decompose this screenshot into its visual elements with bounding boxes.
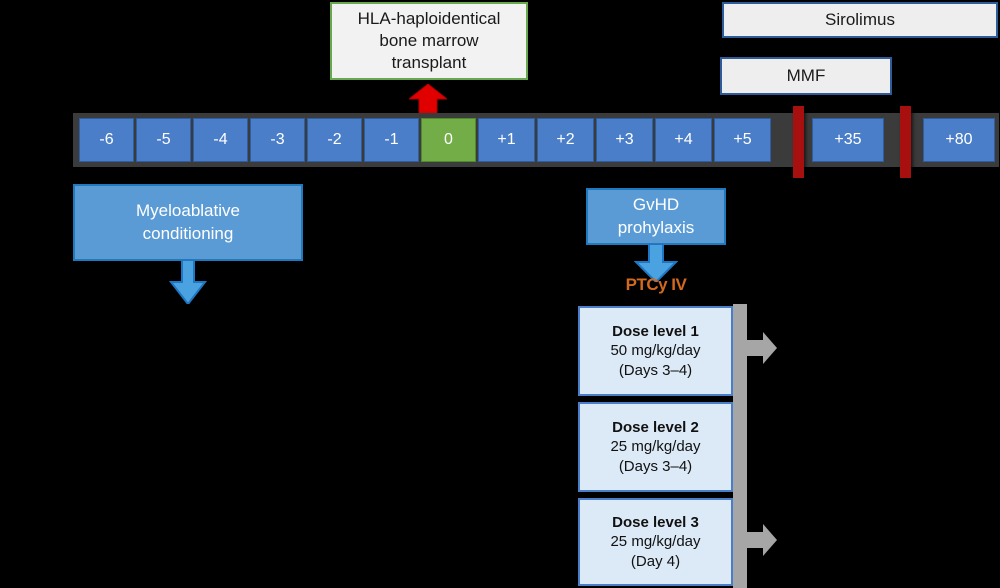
dose-level-3-days: (Day 4) [630, 552, 681, 570]
dose-level-1-days: (Days 3–4) [618, 361, 693, 379]
timeline-track: -6 -5 -4 -3 -2 -1 0 +1 +2 +3 +4 +5 +35 +… [73, 113, 999, 167]
timeline-cell-d-3[interactable]: -3 [250, 118, 305, 162]
conditioning-down-arrow-icon [168, 260, 208, 304]
conditioning-line-2: conditioning [142, 223, 234, 243]
gvhd-line-1: GvHD [632, 195, 680, 215]
dose-level-2-title: Dose level 2 [612, 418, 699, 436]
timeline-cell-d3[interactable]: +3 [596, 118, 653, 162]
dose-level-1-dose: 50 mg/kg/day [610, 342, 701, 360]
dose-level-2-box: Dose level 2 25 mg/kg/day (Days 3–4) [578, 402, 733, 492]
timeline-cell-d-2[interactable]: -2 [307, 118, 362, 162]
timeline-cell-d1[interactable]: +1 [478, 118, 535, 162]
dose-level-3-box: Dose level 3 25 mg/kg/day (Day 4) [578, 498, 733, 586]
timeline-marker-right [900, 106, 911, 178]
dose-level-3-dose: 25 mg/kg/day [610, 533, 701, 551]
drug-bar-mmf: MMF [720, 57, 892, 95]
timeline-cell-d0[interactable]: 0 [421, 118, 476, 162]
timeline-cell-d-1[interactable]: -1 [364, 118, 419, 162]
timeline-cell-d-6[interactable]: -6 [79, 118, 134, 162]
timeline-cell-d4[interactable]: +4 [655, 118, 712, 162]
transplant-line-2: bone marrow [379, 31, 479, 51]
transplant-up-arrow-icon [409, 84, 447, 118]
timeline-marker-left [793, 106, 804, 178]
timeline-cell-d5[interactable]: +5 [714, 118, 771, 162]
drug-label-mmf: MMF [786, 66, 826, 85]
transplant-line-3: transplant [391, 52, 467, 72]
dose-level-1-box: Dose level 1 50 mg/kg/day (Days 3–4) [578, 306, 733, 396]
transplant-box: HLA-haploidentical bone marrow transplan… [330, 2, 528, 80]
drug-label-sirolimus: Sirolimus [825, 10, 895, 29]
timeline-cell-d35[interactable]: +35 [812, 118, 884, 162]
conditioning-box: Myeloablative conditioning [73, 184, 303, 261]
dose-escalation-bracket-icon [733, 304, 777, 588]
dose-level-3-title: Dose level 3 [612, 513, 699, 531]
dose-level-2-days: (Days 3–4) [618, 457, 693, 475]
timeline-cell-d-4[interactable]: -4 [193, 118, 248, 162]
timeline-cell-d-5[interactable]: -5 [136, 118, 191, 162]
dose-level-2-dose: 25 mg/kg/day [610, 438, 701, 456]
drug-bar-sirolimus: Sirolimus [722, 2, 998, 38]
transplant-line-1: HLA-haploidentical [357, 9, 501, 29]
gvhd-down-arrow-icon [634, 244, 678, 282]
ptcy-label: PTCy IV [625, 275, 687, 294]
dose-level-1-title: Dose level 1 [612, 322, 699, 340]
gvhd-line-2: prohylaxis [617, 217, 695, 237]
conditioning-line-1: Myeloablative [136, 201, 240, 221]
gvhd-prophylaxis-box: GvHD prohylaxis [586, 188, 726, 245]
timeline-cell-d2[interactable]: +2 [537, 118, 594, 162]
timeline-cell-d80[interactable]: +80 [923, 118, 995, 162]
